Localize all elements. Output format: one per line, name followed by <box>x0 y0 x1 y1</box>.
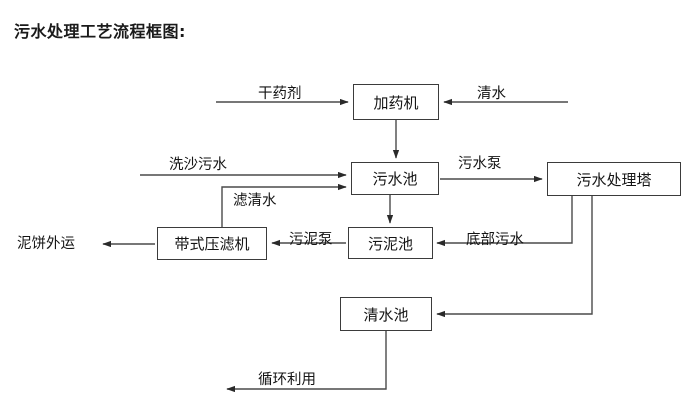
node-label: 带式压滤机 <box>174 235 250 253</box>
label-sludge-pump: 污泥泵 <box>289 232 333 248</box>
edge-tower-to-clean-pool <box>436 196 593 318</box>
label-filtered-water: 滤清水 <box>233 193 277 209</box>
node-sewage-pool[interactable]: 污水池 <box>351 162 439 195</box>
node-belt-filter-press[interactable]: 带式压滤机 <box>157 227 267 260</box>
node-label: 污泥池 <box>367 234 413 253</box>
label-recycling-use: 循环利用 <box>258 372 316 388</box>
node-clean-water-pool[interactable]: 清水池 <box>340 297 432 331</box>
page-title: 污水处理工艺流程框图: <box>14 22 186 41</box>
node-label: 污水处理塔 <box>576 170 652 189</box>
label-mud-cake-transport: 泥饼外运 <box>17 236 75 252</box>
node-dosing-machine[interactable]: 加药机 <box>353 84 439 120</box>
edge-bottom-sewage-to-sludge-pool <box>436 196 573 247</box>
node-label: 加药机 <box>373 93 419 112</box>
node-label: 清水池 <box>363 305 409 324</box>
node-sludge-pool[interactable]: 污泥池 <box>348 227 433 259</box>
label-sewage-pump: 污水泵 <box>458 156 502 172</box>
edge-clean-pool-to-recycle <box>226 331 387 393</box>
label-bottom-sewage: 底部污水 <box>466 232 524 248</box>
label-clean-water-inlet: 清水 <box>477 86 506 102</box>
node-label: 污水池 <box>372 170 418 188</box>
edge-filtrate-to-sewage-pool <box>221 183 347 227</box>
node-sewage-treatment-tower[interactable]: 污水处理塔 <box>547 162 681 196</box>
label-sand-washing-sewage: 洗沙污水 <box>169 157 227 173</box>
label-dry-agent: 干药剂 <box>258 86 302 102</box>
